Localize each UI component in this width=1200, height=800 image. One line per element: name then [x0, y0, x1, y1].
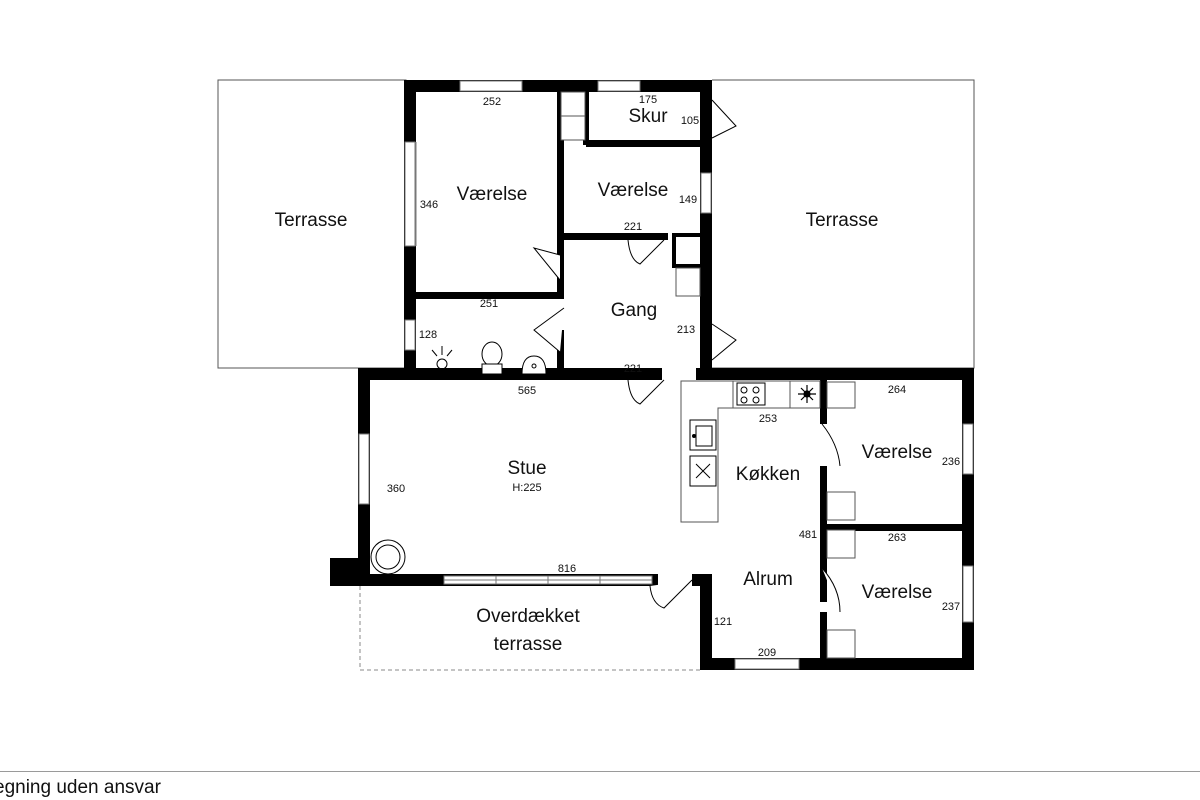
- room-labels: Terrasse Terrasse Værelse Værelse Skur G…: [275, 106, 933, 655]
- dim-121: 121: [714, 616, 732, 628]
- room-alrum: Alrum: [743, 569, 793, 590]
- room-vaerelse-right-upper: Værelse: [862, 442, 933, 463]
- dim-149: 149: [679, 194, 697, 206]
- room-koekken: Køkken: [736, 464, 800, 485]
- storage-boxes: [560, 91, 856, 659]
- dim-360: 360: [387, 483, 405, 495]
- round-table-icon: [370, 539, 406, 575]
- room-terrasse-right: Terrasse: [806, 210, 879, 231]
- room-vaerelse-right-lower: Værelse: [862, 582, 933, 603]
- dimension-labels: 252 175 105 346 149 221 251 128 213 221 …: [387, 94, 960, 659]
- dim-816: 816: [558, 563, 576, 575]
- room-overdaekket-line2: terrasse: [494, 634, 563, 655]
- sink-icon: [689, 419, 717, 451]
- dim-175: 175: [639, 94, 657, 106]
- room-terrasse-left: Terrasse: [275, 210, 348, 231]
- interior-walls: [414, 90, 966, 662]
- room-gang: Gang: [611, 300, 657, 321]
- toilet-icon: [481, 341, 503, 375]
- dim-565: 565: [518, 385, 536, 397]
- dim-105: 105: [681, 115, 699, 127]
- stue-height: H:225: [512, 482, 541, 494]
- footer-disclaimer: egning uden ansvar: [0, 777, 161, 798]
- room-overdaekket-line1: Overdækket: [476, 606, 580, 627]
- dim-252: 252: [483, 96, 501, 108]
- dim-209: 209: [758, 647, 776, 659]
- footer-divider: [0, 771, 1200, 772]
- windows: [358, 80, 974, 670]
- dim-253: 253: [759, 413, 777, 425]
- dim-264: 264: [888, 384, 906, 396]
- room-skur: Skur: [628, 106, 668, 127]
- stove-icon: [736, 382, 766, 406]
- dim-263: 263: [888, 532, 906, 544]
- door-swings: [532, 99, 841, 613]
- dim-213: 213: [677, 324, 695, 336]
- washbasin-icon: [521, 355, 547, 375]
- lamp-icon: [431, 346, 453, 374]
- dim-346: 346: [420, 199, 438, 211]
- covered-terrace-outline: [359, 586, 702, 671]
- dim-236: 236: [942, 456, 960, 468]
- dishwasher-icon: [689, 455, 717, 487]
- dim-221-lower: 221: [624, 363, 642, 375]
- dim-251: 251: [480, 298, 498, 310]
- dim-481: 481: [799, 529, 817, 541]
- dim-237: 237: [942, 601, 960, 613]
- room-stue: Stue: [507, 458, 546, 479]
- room-vaerelse-top-left: Værelse: [457, 184, 528, 205]
- dim-128: 128: [419, 329, 437, 341]
- fan-icon: [798, 385, 816, 403]
- room-vaerelse-top-middle: Værelse: [598, 180, 669, 201]
- kitchen-counter: [680, 380, 821, 523]
- dim-221-upper: 221: [624, 221, 642, 233]
